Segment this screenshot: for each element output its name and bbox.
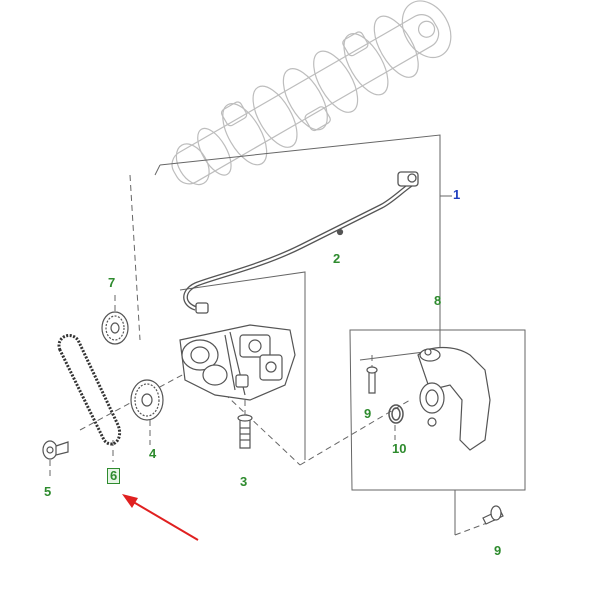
bolt-5 [42, 440, 69, 460]
sensor-harness [183, 171, 419, 314]
callout-6: 6 [107, 468, 121, 484]
drive-chain-6 [57, 334, 121, 446]
seal-10 [388, 404, 404, 424]
oil-pump [179, 324, 296, 401]
crankshaft [171, 0, 452, 186]
callout-7: 7 [108, 275, 116, 290]
oil-pickup-8 [417, 346, 491, 451]
callout-8: 8 [434, 293, 442, 308]
callout-10: 10 [392, 441, 407, 456]
bolt-3 [237, 414, 253, 449]
callout-9-lower: 9 [494, 543, 502, 558]
callout-9-upper: 9 [364, 406, 372, 421]
sprocket-7 [101, 311, 129, 345]
callout-1: 1 [453, 187, 461, 202]
callout-frames [129, 134, 526, 535]
sprocket-4 [130, 379, 164, 421]
bolt-9-lower [482, 505, 504, 525]
pointer-arrow [122, 494, 199, 541]
bolt-9-upper [366, 366, 378, 394]
callout-5: 5 [44, 484, 52, 499]
callout-2: 2 [333, 251, 341, 266]
callout-4: 4 [149, 446, 157, 461]
callout-3: 3 [240, 474, 248, 489]
